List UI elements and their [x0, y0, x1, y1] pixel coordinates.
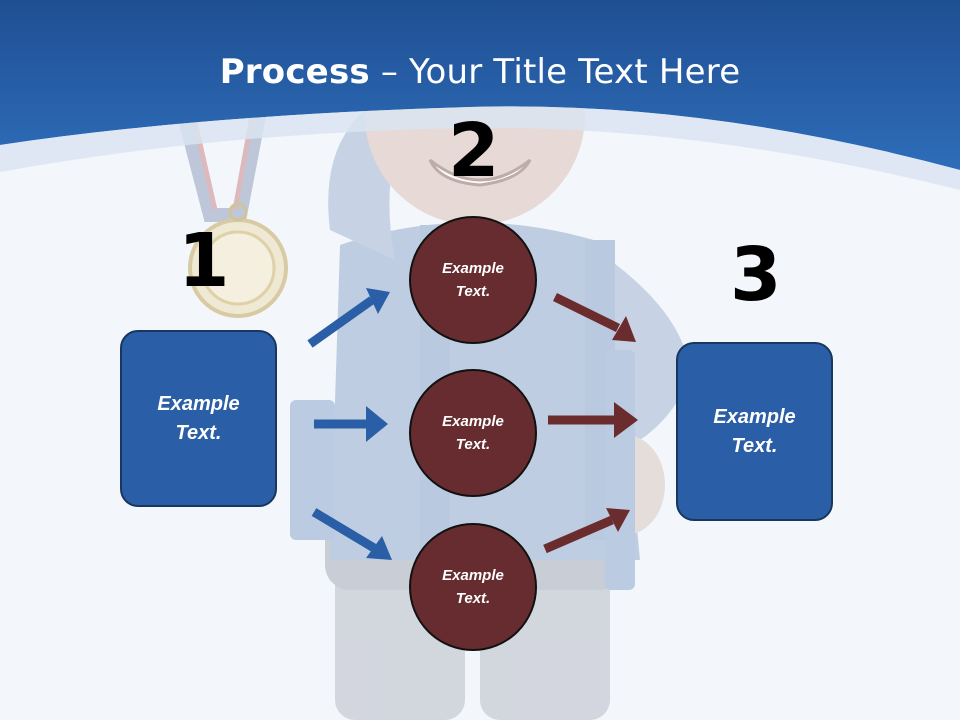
step-3-box: Example Text. [676, 342, 833, 521]
arrow-blue-up [307, 288, 390, 348]
step-1-box: Example Text. [120, 330, 277, 507]
step-number-3: 3 [730, 232, 782, 318]
step-number-1: 1 [178, 218, 230, 304]
step-2-circle-bottom: Example Text. [409, 523, 537, 651]
step-number-2: 2 [448, 108, 500, 194]
step-1-box-label: Example Text. [157, 392, 240, 444]
step-2-circle-middle: Example Text. [409, 369, 537, 497]
arrow-maroon-up [543, 508, 630, 554]
step-2-circle-top: Example Text. [409, 216, 537, 344]
slide-title: Process – Your Title Text Here [0, 52, 960, 92]
step-2-circle-bottom-label: Example Text. [442, 567, 504, 607]
arrow-blue-right [314, 406, 388, 442]
title-bold: Process [219, 52, 370, 92]
step-2-circle-top-label: Example Text. [442, 260, 504, 300]
arrow-blue-down [311, 508, 392, 560]
step-3-box-label: Example Text. [713, 405, 796, 457]
arrow-maroon-right [548, 402, 638, 438]
arrow-maroon-down [553, 292, 636, 342]
title-rest: – Your Title Text Here [369, 52, 741, 92]
step-2-circle-middle-label: Example Text. [442, 413, 504, 453]
